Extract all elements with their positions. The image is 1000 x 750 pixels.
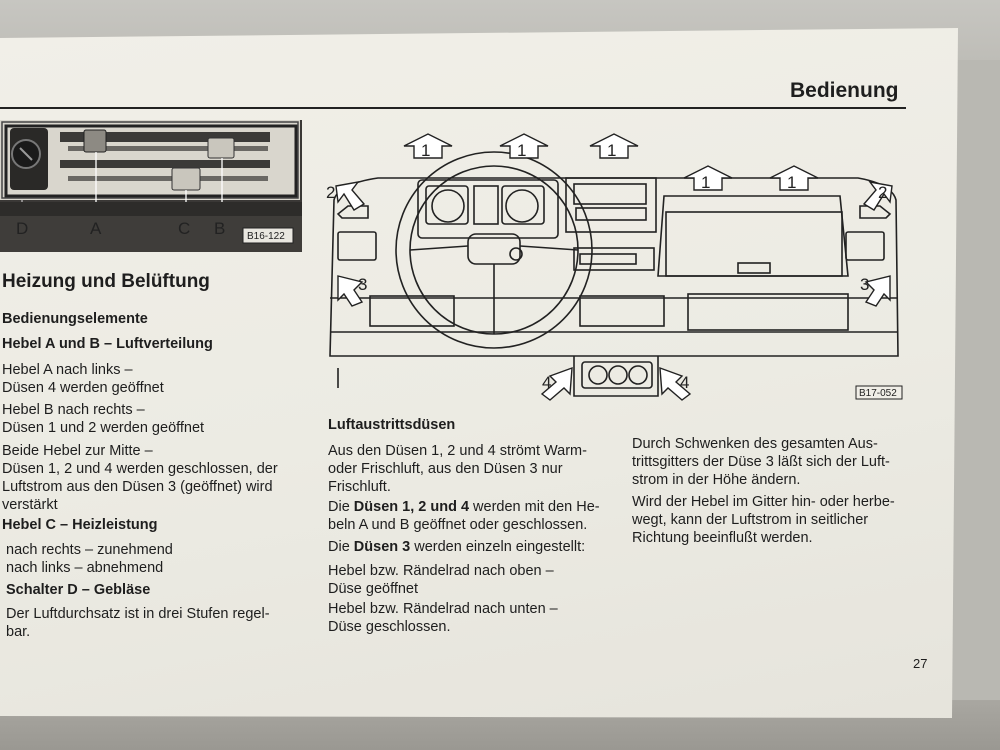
text-duesen-p3: Die Düsen 3 werden einzeln eingestellt:	[328, 538, 585, 556]
lever-b-knob	[207, 137, 235, 159]
text-beide-hebel: Beide Hebel zur Mitte – Düsen 1, 2 und 4…	[2, 443, 278, 513]
text-schalter-d: Der Luftdurchsatz ist in drei Stufen reg…	[6, 606, 270, 640]
text-duesen-p2: Die Düsen 1, 2 und 4 werden mit den He- …	[328, 498, 600, 534]
photo-label-a: A	[90, 219, 102, 238]
photo-label-b: B	[214, 219, 225, 238]
diagram-figure-code: B17-052	[859, 388, 897, 399]
header-rule	[0, 107, 906, 109]
text-duesen-p2-bold: Düsen 1, 2 und 4	[353, 499, 470, 515]
section-title: Heizung und Belüftung	[2, 271, 210, 292]
vent-number-4-left: 4	[542, 373, 551, 392]
lever-c-knob	[171, 167, 201, 191]
heading-schalter-d: Schalter D – Gebläse	[6, 582, 151, 598]
vent-number-3-left: 3	[358, 275, 367, 294]
text-duesen-p4: Hebel bzw. Rändelrad nach oben – Düse ge…	[328, 563, 554, 597]
dashboard-diagram: 1 1 1 1 1 2 2 3 3 4 4 B17-052	[326, 133, 903, 401]
text-schwenken: Durch Schwenken des gesamten Aus- tritts…	[632, 436, 890, 488]
vent-number-2-right: 2	[878, 183, 887, 202]
vent-number-3-right: 3	[860, 275, 869, 294]
vent-number-1e: 1	[787, 173, 796, 192]
photo-figure-code: B16-122	[247, 231, 285, 242]
text-duesen-p5: Hebel bzw. Rändelrad nach unten – Düse g…	[328, 601, 558, 635]
photo-label-c: C	[178, 219, 190, 238]
vent-number-1a: 1	[421, 141, 430, 160]
text-duesen-p3-bold: Düsen 3	[353, 539, 411, 555]
heading-hebel-a-b: Hebel A und B – Luftverteilung	[2, 336, 213, 352]
vent-number-1c: 1	[607, 141, 616, 160]
photo-label-d: D	[16, 219, 28, 238]
control-panel-photo: D A C B B16-122	[0, 120, 302, 252]
page-number: 27	[913, 656, 928, 671]
text-hebel-gitter: Wird der Hebel im Gitter hin- oder herbe…	[632, 494, 895, 546]
text-hebel-a: Hebel A nach links – Düsen 4 werden geöf…	[2, 362, 164, 396]
heading-hebel-c: Hebel C – Heizleistung	[2, 517, 158, 533]
text-duesen-p2-rest: werden mit den He- beln A und B geöffnet…	[328, 499, 600, 533]
page-header-title: Bedienung	[790, 79, 899, 102]
text-duesen-p2-prefix: Die	[328, 499, 354, 515]
vent-number-4-right: 4	[680, 373, 689, 392]
text-duesen-p1: Aus den Düsen 1, 2 und 4 strömt Warm- od…	[328, 443, 587, 495]
lever-a-knob	[83, 129, 107, 153]
subtitle-bedienungselemente: Bedienungselemente	[2, 311, 148, 327]
text-duesen-p3-rest: werden einzeln eingestellt:	[410, 539, 586, 555]
text-hebel-c: nach rechts – zunehmend nach links – abn…	[6, 542, 173, 576]
text-duesen-p3-prefix: Die	[328, 539, 354, 555]
vent-number-2-left: 2	[326, 183, 335, 202]
vent-number-1d: 1	[701, 173, 710, 192]
vent-number-1b: 1	[517, 141, 526, 160]
text-hebel-b: Hebel B nach rechts – Düsen 1 und 2 werd…	[2, 402, 205, 436]
heading-luftaustrittsduesen: Luftaustrittsdüsen	[328, 417, 456, 433]
